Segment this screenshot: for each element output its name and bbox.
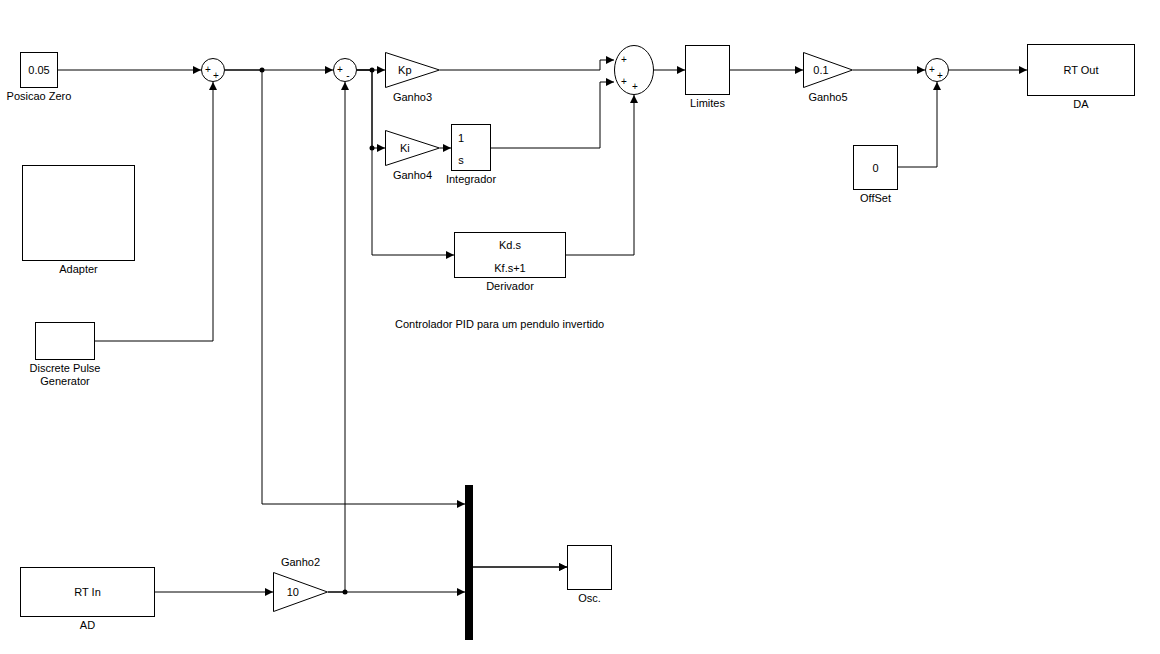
sum-block: ++ — [201, 58, 225, 82]
adapter-block: Adapter — [22, 165, 135, 261]
signal-line — [654, 70, 685, 71]
port-sign: + — [929, 64, 935, 76]
block-value: 0.05 — [28, 64, 49, 77]
block-name: Ganho3 — [393, 91, 432, 104]
saturation-block: Limites — [685, 45, 730, 95]
signal-line — [357, 70, 454, 255]
gain-block: KiGanho4 — [385, 130, 440, 166]
signal-line — [155, 592, 273, 593]
block-value: Ki — [400, 142, 410, 155]
constant-block: 0.05Posicao Zero — [20, 52, 58, 88]
block-value: 0 — [872, 161, 878, 174]
gain-triangle — [385, 130, 440, 166]
signal-line — [328, 82, 345, 592]
block-name: Ganho4 — [393, 169, 432, 182]
signal-line — [357, 70, 385, 148]
sum-block: +- — [333, 58, 357, 82]
block-name: Derivador — [486, 280, 534, 293]
block-name: Ganho2 — [281, 556, 320, 569]
gain-block: KpGanho3 — [385, 52, 440, 88]
block-name: Ganho5 — [808, 91, 847, 104]
adc-input-block: RT InAD — [20, 567, 155, 617]
constant-block: 0OffSet — [853, 145, 898, 190]
signal-line — [898, 82, 937, 167]
block-value: RT In — [74, 586, 101, 599]
block-name: OffSet — [860, 192, 891, 205]
sum-block: + + + — [614, 45, 654, 95]
signal-line — [58, 70, 201, 71]
block-value: s — [458, 154, 464, 167]
sum-block: ++ — [925, 58, 949, 82]
transfer-fcn-block: Kd.sKf.s+1Derivador — [454, 232, 566, 278]
sum-circle — [333, 58, 357, 82]
block-name: AD — [80, 619, 95, 632]
gain-block: Ganho210 — [273, 572, 328, 612]
signal-line — [853, 70, 925, 71]
signal-line — [566, 95, 634, 255]
block-name: Posicao Zero — [7, 90, 72, 103]
block-value: 0.1 — [813, 64, 828, 77]
signal-line — [440, 60, 614, 70]
block-name: Limites — [690, 97, 725, 110]
gain-triangle — [385, 52, 440, 88]
port-sign: + — [205, 64, 211, 76]
sum-circle — [925, 58, 949, 82]
port-sign: + — [337, 64, 343, 76]
signal-line — [491, 82, 614, 148]
signal-line — [440, 148, 451, 149]
block-value: Kd.s — [499, 239, 521, 252]
gain-block: 0.1Ganho5 — [803, 52, 853, 88]
block-name: Integrador — [446, 173, 496, 186]
signal-line — [949, 70, 1027, 71]
port-sign: + — [621, 76, 627, 88]
block-name: Osc. — [578, 592, 601, 605]
block-name: DA — [1073, 98, 1088, 111]
port-sign: - — [346, 70, 349, 82]
dac-output-block: RT OutDA — [1027, 44, 1135, 96]
block-value: 10 — [287, 586, 299, 599]
port-sign: + — [621, 54, 627, 66]
port-sign: + — [937, 70, 943, 82]
port-sign: + — [213, 70, 219, 82]
block-value: Kp — [398, 64, 411, 77]
gain-triangle — [273, 572, 328, 612]
scope-block: Osc. — [567, 545, 612, 590]
integrator-block: 1sIntegrador — [451, 124, 491, 171]
block-value: 1 — [458, 132, 464, 145]
block-name: Adapter — [59, 263, 98, 276]
block-value: Kf.s+1 — [494, 262, 526, 275]
signal-line — [328, 567, 567, 592]
sum-circle — [201, 58, 225, 82]
diagram-note: Controlador PID para um pendulo invertid… — [395, 318, 604, 330]
block-name: Discrete Pulse Generator — [17, 362, 113, 387]
port-sign: + — [632, 81, 638, 93]
pulse-generator-block: Discrete Pulse Generator — [35, 322, 95, 360]
signal-line — [730, 70, 803, 71]
block-value: RT Out — [1063, 64, 1098, 77]
